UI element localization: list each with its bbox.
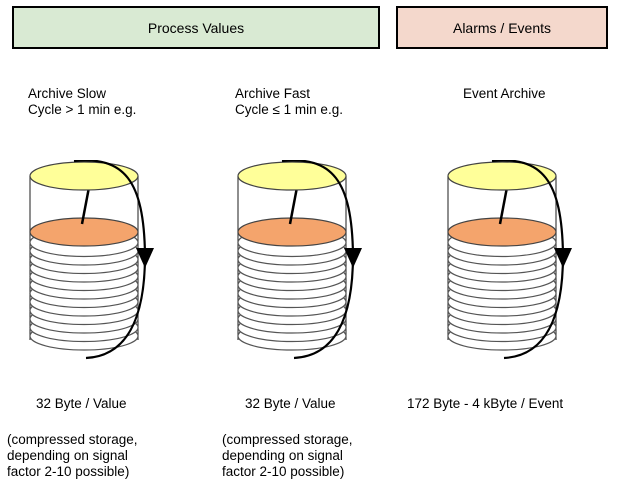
process-values-header: Process Values — [12, 6, 380, 49]
cycle-arrow-top — [281, 160, 355, 256]
event-archive-size: 172 Byte - 4 kByte / Event — [407, 396, 564, 411]
archive-fast-title: Archive Fast Cycle ≤ 1 min e.g. — [235, 86, 343, 118]
archive-slow-size: 32 Byte / Value — [36, 396, 127, 411]
cycle-arrow-top — [491, 160, 565, 256]
archive-fast-note-line3: factor 2-10 possible) — [222, 464, 345, 479]
cycle-arrow-bottom — [85, 254, 147, 360]
archive-fast-cylinder — [237, 160, 362, 360]
archive-fast-title-line2: Cycle ≤ 1 min e.g. — [235, 102, 343, 117]
archive-slow-title-line2: Cycle > 1 min e.g. — [28, 102, 137, 117]
active-record-disc — [237, 217, 347, 247]
active-record-disc — [447, 217, 557, 247]
cycle-arrow-bottom — [293, 254, 355, 360]
active-record-disc — [29, 217, 139, 247]
archive-fast-note-line1: (compressed storage, — [222, 432, 353, 447]
top-disc — [447, 161, 557, 191]
archive-slow-note: (compressed storage, depending on signal… — [7, 432, 138, 480]
archive-fast-note: (compressed storage, depending on signal… — [222, 432, 353, 480]
top-disc — [29, 161, 139, 191]
archive-slow-note-line3: factor 2-10 possible) — [7, 464, 130, 479]
event-archive-title: Event Archive — [463, 86, 546, 102]
alarms-events-header-label: Alarms / Events — [452, 19, 552, 36]
cycle-arrow-top — [73, 160, 147, 256]
archive-slow-title-line1: Archive Slow — [28, 86, 107, 101]
cycle-arrow-head — [554, 248, 572, 268]
event-archive-cylinder — [447, 160, 572, 360]
cycle-arrow-head — [344, 248, 362, 268]
alarms-events-header: Alarms / Events — [396, 6, 608, 49]
archive-slow-title: Archive Slow Cycle > 1 min e.g. — [28, 86, 136, 118]
archive-fast-title-line1: Archive Fast — [235, 86, 311, 101]
cycle-arrow-bottom — [503, 254, 565, 360]
event-archive-title-line1: Event Archive — [463, 86, 546, 101]
archive-slow-note-line2: depending on signal — [7, 448, 128, 463]
top-disc — [237, 161, 347, 191]
archive-slow-note-line1: (compressed storage, — [7, 432, 138, 447]
archive-fast-size: 32 Byte / Value — [245, 396, 336, 411]
archive-slow-cylinder — [29, 160, 154, 360]
archive-fast-note-line2: depending on signal — [222, 448, 343, 463]
process-values-header-label: Process Values — [147, 19, 245, 36]
cycle-arrow-head — [136, 248, 154, 268]
